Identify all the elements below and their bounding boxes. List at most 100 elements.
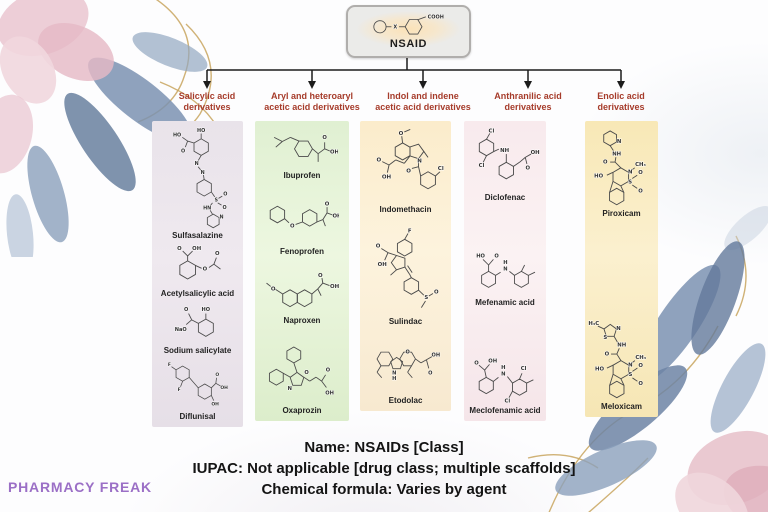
svg-text:Cl: Cl (438, 166, 444, 172)
svg-text:HO: HO (594, 174, 603, 180)
header-line: Enolic acid (597, 91, 645, 101)
svg-text:O: O (215, 251, 220, 257)
svg-text:Cl: Cl (521, 366, 527, 372)
svg-text:S: S (628, 372, 632, 378)
drug-label-piroxicam: Piroxicam (602, 209, 641, 218)
header-line: Aryl and heteroaryl (270, 91, 354, 101)
svg-text:HO: HO (595, 367, 604, 373)
svg-text:N: N (501, 372, 505, 378)
svg-text:N: N (288, 386, 292, 392)
svg-text:N: N (616, 326, 620, 332)
svg-text:O: O (323, 135, 328, 141)
footer-name-line: Name: NSAIDs [Class] (304, 439, 464, 456)
svg-text:HO: HO (197, 128, 205, 134)
drug-label-oxaprozin: Oxaprozin (282, 406, 322, 416)
nsaid-box-label: NSAID (389, 38, 428, 50)
svg-text:N: N (418, 158, 423, 164)
drug-label-ibuprofen: Ibuprofen (283, 171, 321, 180)
header-line: derivatives (597, 102, 645, 113)
svg-text:OH: OH (330, 284, 340, 290)
svg-text:N: N (195, 161, 199, 167)
svg-text:O: O (377, 157, 382, 163)
footer-iupac-line: IUPAC: Not applicable [drug class; multi… (192, 460, 576, 477)
svg-text:O: O (203, 267, 208, 273)
svg-text:O: O (399, 131, 404, 137)
drug-label-mefenamic-acid: Mefenamic acid (475, 297, 535, 307)
drug-label-diflunisal: Diflunisal (179, 412, 216, 422)
svg-text:CH₃: CH₃ (635, 162, 646, 168)
drug-label-sulindac: Sulindac (388, 316, 423, 326)
footer-formula-line: Chemical formula: Varies by agent (261, 481, 507, 498)
svg-text:F: F (168, 362, 171, 368)
header-line: Anthranilic acid (494, 91, 562, 101)
header-line: Salicylic acid (178, 91, 236, 101)
footer-info: Name: NSAIDs [Class] IUPAC: Not applicab… (0, 437, 768, 500)
drug-label-sulfasalazine: Sulfasalazine (172, 231, 223, 240)
svg-text:Cl: Cl (478, 163, 484, 169)
drug-label-fenoprofen: Fenoprofen (280, 246, 324, 256)
svg-text:O: O (325, 201, 330, 207)
svg-text:N: N (617, 139, 621, 145)
svg-text:O: O (604, 352, 609, 358)
drug-label-meclofenamic-acid: Meclofenamic acid (469, 406, 541, 416)
svg-text:OH: OH (378, 261, 388, 267)
drug-label-sodium-salicylate: Sodium salicylate (163, 345, 232, 355)
structure-ibuprofen: OOH (274, 134, 338, 162)
svg-text:OH: OH (221, 385, 229, 391)
svg-text:OH: OH (192, 246, 201, 252)
svg-text:HO: HO (476, 253, 485, 259)
arrowhead-2 (308, 81, 316, 89)
pharmacy-freak-watermark: PHARMACY FREAK (8, 479, 152, 495)
svg-text:NaO: NaO (174, 327, 187, 333)
svg-text:O: O (638, 188, 643, 194)
svg-text:COOH: COOH (428, 14, 444, 20)
svg-text:NH: NH (500, 148, 509, 154)
svg-text:HO: HO (173, 133, 181, 139)
arrowhead-4 (524, 81, 532, 89)
svg-text:N: N (201, 170, 205, 176)
svg-text:O: O (376, 243, 381, 249)
svg-text:O: O (474, 360, 479, 366)
svg-text:O: O (177, 246, 182, 252)
svg-text:O: O (318, 273, 323, 279)
svg-text:HN: HN (203, 206, 211, 212)
svg-text:O: O (434, 289, 439, 295)
drug-label-diclofenac: Diclofenac (484, 193, 526, 202)
svg-text:OH: OH (332, 213, 339, 219)
drug-label-naproxen: Naproxen (283, 316, 321, 326)
svg-text:N: N (392, 371, 396, 377)
svg-text:OH: OH (488, 359, 497, 365)
svg-text:O: O (638, 363, 643, 369)
svg-text:O: O (638, 381, 643, 387)
drug-acetylsalicylic-acid: O OH O O Acetylsalicylic acid (161, 242, 234, 299)
svg-text:OH: OH (530, 150, 539, 156)
svg-text:H₃C: H₃C (588, 321, 599, 327)
drug-label-acetylsalicylic-acid: Acetylsalicylic acid (160, 289, 235, 299)
svg-text:S: S (628, 179, 632, 185)
